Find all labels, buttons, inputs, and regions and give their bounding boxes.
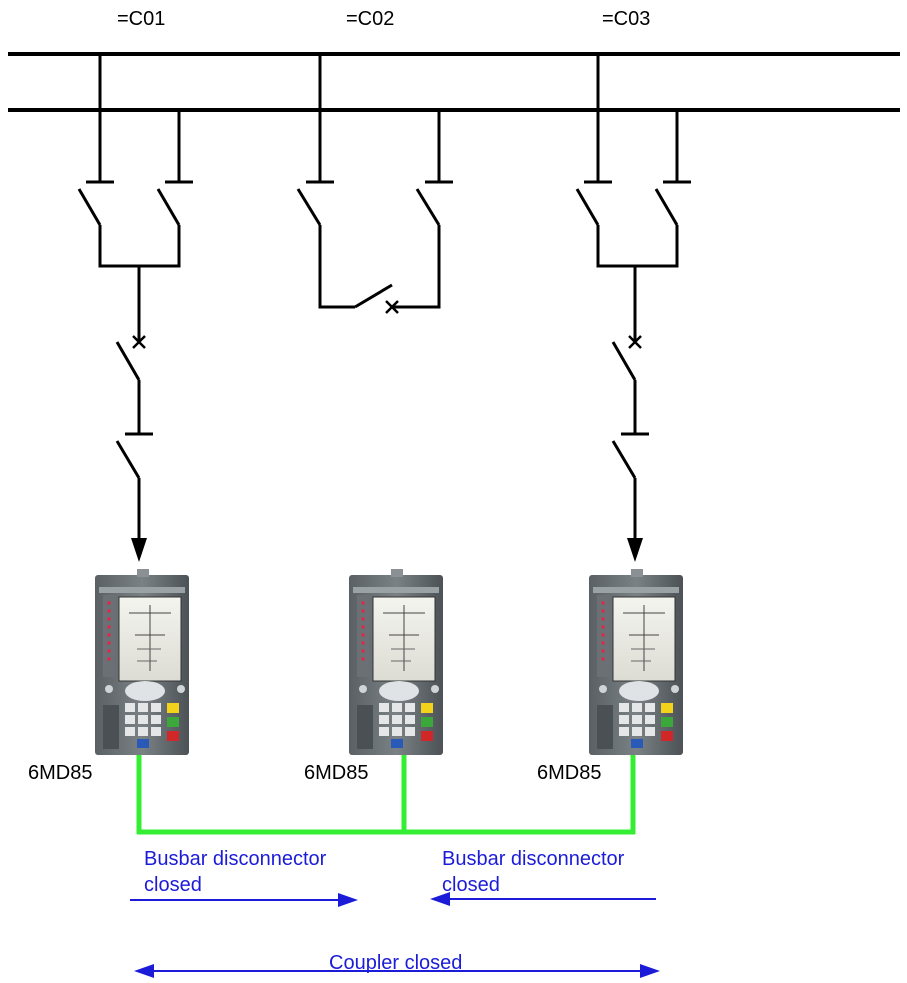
- message-right-line1: Busbar disconnector: [442, 848, 625, 870]
- message-left-line1: Busbar disconnector: [144, 848, 327, 870]
- communication-link: [136, 755, 636, 835]
- bay-c01-schematic: [77, 54, 193, 540]
- device-label-2: 6MD85: [304, 762, 369, 784]
- bay-label-c02: =C02: [346, 8, 395, 30]
- bay-label-c03: =C03: [602, 8, 651, 30]
- bay-c03-schematic: [575, 54, 691, 540]
- device-1-image: [94, 568, 190, 756]
- device-label-1: 6MD85: [28, 762, 93, 784]
- bay-label-c01: =C01: [117, 8, 166, 30]
- message-left-line2: closed: [144, 874, 202, 896]
- message-arrow-left: [130, 893, 358, 907]
- bay-c03-feeder-arrow: [627, 538, 643, 562]
- message-arrow-right: [430, 892, 656, 906]
- bay-c02-schematic: [296, 54, 453, 314]
- message-arrow-coupler: [134, 964, 660, 978]
- device-label-3: 6MD85: [537, 762, 602, 784]
- device-2-image: [348, 568, 444, 756]
- message-coupler: Coupler closed: [329, 952, 463, 974]
- device-3-image: [588, 568, 684, 756]
- bay-c01-feeder-arrow: [131, 538, 147, 562]
- message-right-line2: closed: [442, 874, 500, 896]
